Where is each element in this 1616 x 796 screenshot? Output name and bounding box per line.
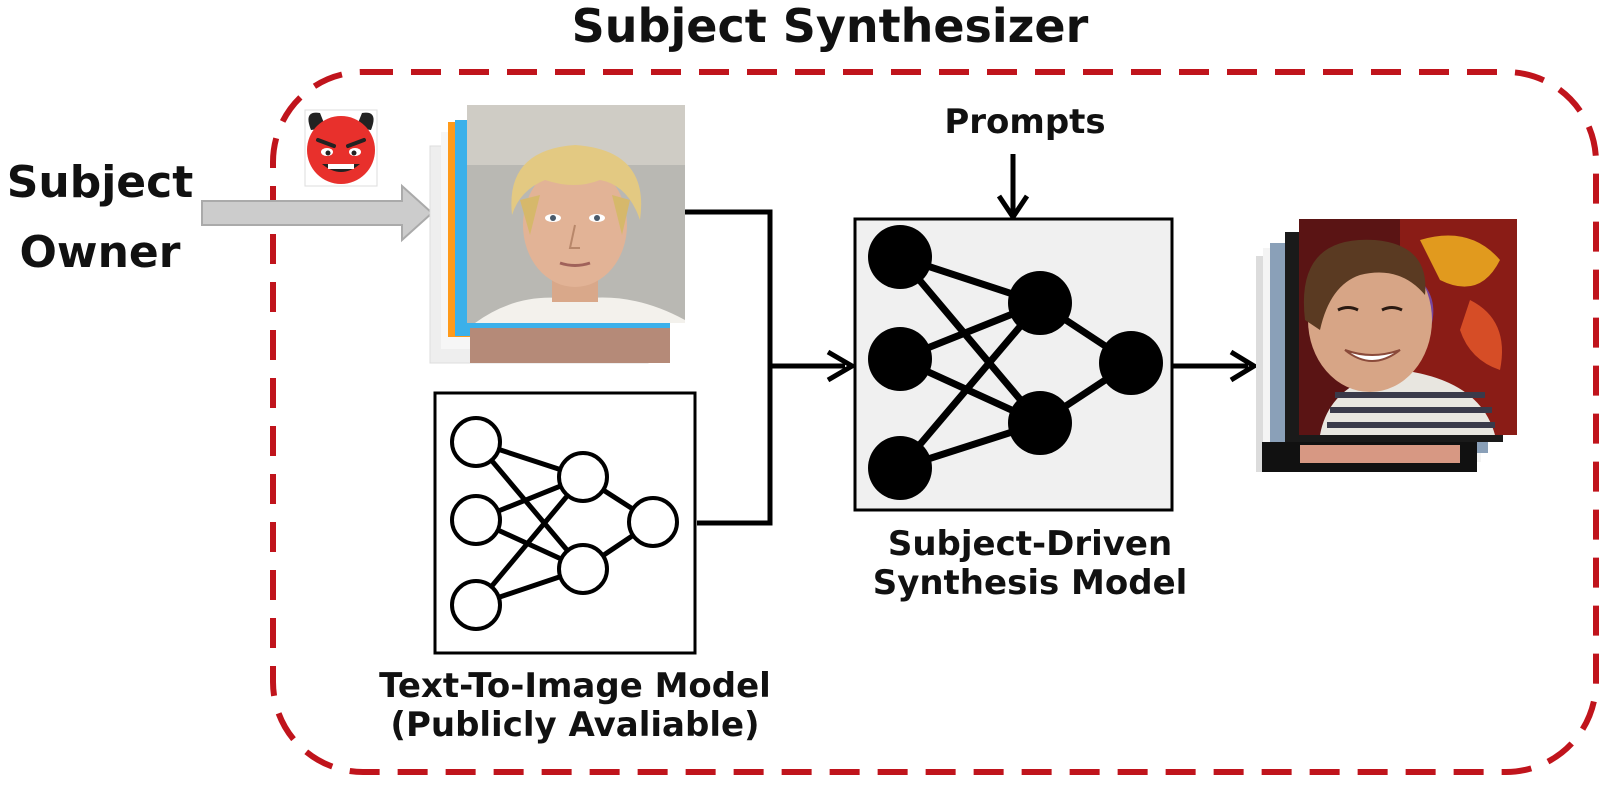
subject-owner-label: Subject Owner bbox=[0, 148, 200, 288]
text-to-image-model-line1: Text-To-Image Model bbox=[379, 666, 771, 706]
neural-network-icon bbox=[450, 416, 679, 631]
face-photo bbox=[467, 105, 685, 323]
subject-driven-model-box bbox=[853, 217, 1174, 512]
subject-owner-line2: Owner bbox=[19, 227, 181, 278]
output-arrow bbox=[1172, 349, 1259, 383]
owner-arrow bbox=[201, 183, 434, 243]
text-to-image-model-label: Text-To-Image Model (Publicly Avaliable) bbox=[345, 666, 805, 746]
devil-face-icon bbox=[304, 109, 378, 187]
diagram-title: Subject Synthesizer bbox=[571, 0, 1089, 53]
neural-network-icon bbox=[868, 225, 1163, 500]
subject-driven-model-line2: Synthesis Model bbox=[872, 563, 1188, 604]
text-to-image-model-line2: (Publicly Avaliable) bbox=[390, 705, 760, 746]
subject-synthesizer-boundary bbox=[270, 69, 1599, 775]
text-to-image-model-box bbox=[433, 391, 697, 655]
subject-driven-model-line1: Subject-Driven bbox=[887, 524, 1173, 564]
subject-driven-model-label: Subject-Driven Synthesis Model bbox=[840, 524, 1220, 604]
synthesized-face-photo bbox=[1299, 219, 1517, 435]
prompts-arrow bbox=[996, 154, 1030, 222]
subject-owner-line1: Subject bbox=[6, 157, 194, 208]
prompts-label: Prompts bbox=[944, 102, 1106, 142]
input-connector bbox=[685, 209, 857, 526]
